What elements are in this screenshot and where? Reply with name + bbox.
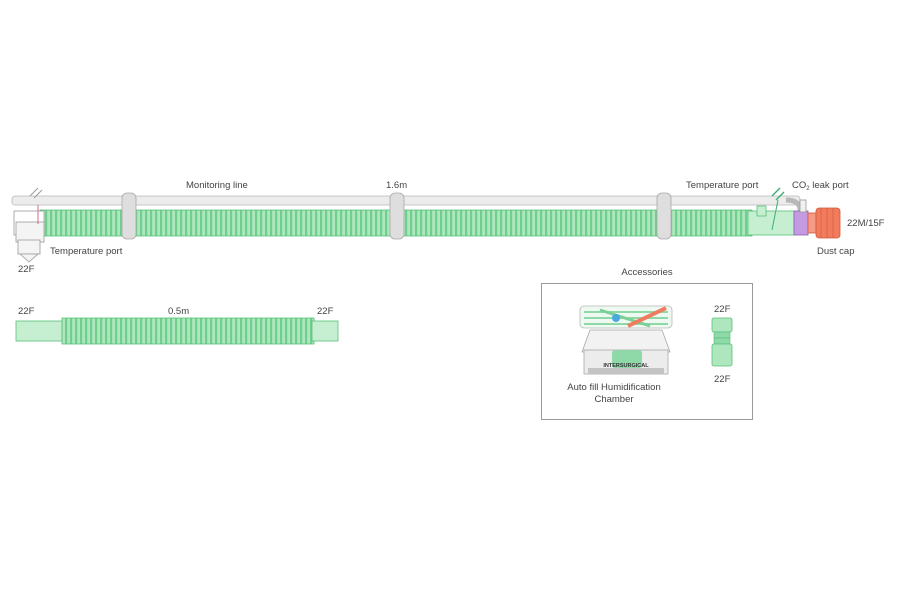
short-tube: 22F 0.5m 22F: [15, 306, 339, 345]
label-length-short: 0.5m: [168, 306, 189, 317]
main-circuit: Monitoring line 1.6m Temperature port CO…: [11, 180, 885, 275]
adapter-22f-22f: 22F 22F: [711, 304, 733, 385]
chamber-caption: Auto fill Humidification Chamber: [567, 382, 661, 405]
label-dust-cap: Dust cap: [817, 246, 855, 257]
humidification-chamber: INTERSURGICAL: [579, 305, 673, 375]
label-temperature-port-left: Temperature port: [50, 246, 123, 257]
accessories-title: Accessories: [621, 267, 673, 278]
label-short-left: 22F: [18, 306, 35, 317]
short-tube-cuff-right: [311, 320, 339, 342]
label-adapter-top: 22F: [714, 304, 731, 315]
tube-cuff-right: [747, 210, 795, 236]
tube-clip-1: [121, 192, 137, 240]
temperature-port-right: [756, 187, 785, 231]
label-co2-leak-port: CO2 leak port: [792, 180, 849, 192]
label-temperature-port-right: Temperature port: [686, 180, 759, 191]
corrugated-tube-short: [61, 317, 315, 345]
dust-cap: [807, 207, 841, 239]
tube-clip-3: [656, 192, 672, 240]
chamber-logo-text: INTERSURGICAL: [603, 363, 649, 369]
tube-clip-2: [389, 192, 405, 240]
label-connector-22m-15f: 22M/15F: [847, 218, 885, 229]
label-monitoring-line: Monitoring line: [186, 180, 248, 191]
label-connector-left: 22F: [18, 264, 35, 275]
label-short-right: 22F: [317, 306, 334, 317]
short-tube-cuff-left: [15, 320, 63, 342]
label-length-main: 1.6m: [386, 180, 407, 191]
label-adapter-bottom: 22F: [714, 374, 731, 385]
temperature-port-left: [15, 187, 45, 263]
